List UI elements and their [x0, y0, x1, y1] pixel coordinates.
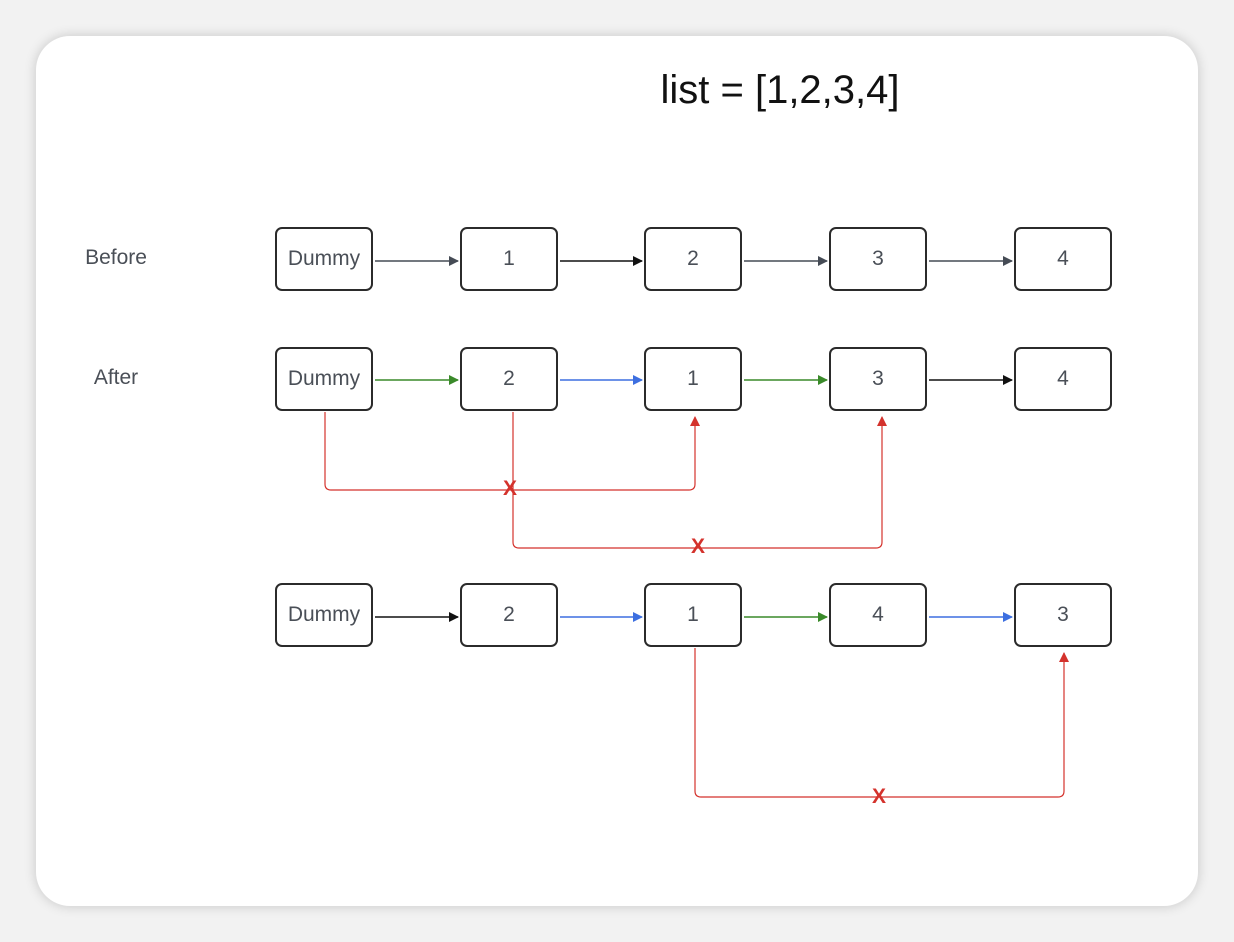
after-node-dummy: Dummy [275, 347, 373, 411]
diagram-card [36, 36, 1198, 906]
after2-node-dummy: Dummy [275, 583, 373, 647]
after-node-3: 3 [829, 347, 927, 411]
before-node-4: 4 [1014, 227, 1112, 291]
diagram-title: list = [1,2,3,4] [660, 68, 900, 112]
removed-link-1-to-3 [694, 648, 1069, 798]
after-node-2: 2 [460, 347, 558, 411]
cut-mark-x-3: X [872, 785, 886, 808]
before-node-dummy: Dummy [275, 227, 373, 291]
after2-node-4: 4 [829, 583, 927, 647]
after-node-1: 1 [644, 347, 742, 411]
after2-node-1: 1 [644, 583, 742, 647]
after-node-4: 4 [1014, 347, 1112, 411]
removed-link-2-to-3 [512, 412, 887, 549]
before-label: Before [85, 246, 147, 269]
before-node-3: 3 [829, 227, 927, 291]
after2-node-2: 2 [460, 583, 558, 647]
before-node-2: 2 [644, 227, 742, 291]
before-node-1: 1 [460, 227, 558, 291]
cut-mark-x-2: X [691, 535, 705, 558]
after2-node-3: 3 [1014, 583, 1112, 647]
after-label: After [93, 366, 139, 389]
cut-mark-x-1: X [503, 477, 517, 500]
removed-link-dummy-to-1 [324, 412, 700, 491]
